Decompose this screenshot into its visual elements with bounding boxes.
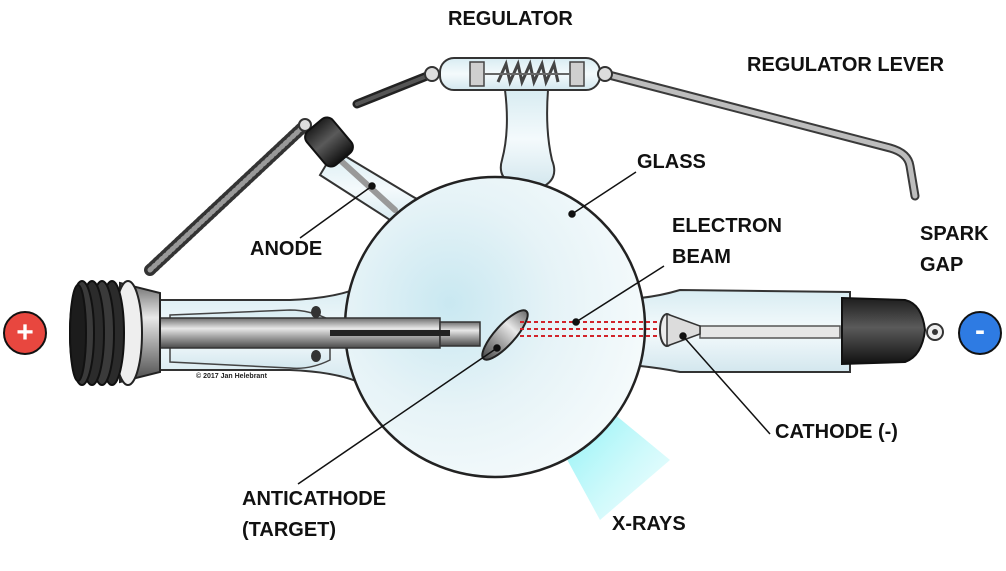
label-regulator: REGULATOR: [448, 8, 573, 30]
regulator-left-lever: [352, 69, 437, 109]
regulator-tube: [424, 57, 613, 189]
label-glass: GLASS: [637, 151, 706, 173]
positive-terminal: [3, 311, 47, 355]
label-cathode: CATHODE (-): [775, 421, 898, 443]
cathode-side-arm: [639, 288, 851, 373]
negative-terminal: [958, 311, 1002, 355]
label-electron-beam-line1: ELECTRON: [672, 215, 782, 237]
label-anode: ANODE: [250, 238, 323, 260]
label-spark-gap-line1: SPARK: [920, 223, 989, 245]
minus-sign: -: [975, 314, 985, 347]
leader-lines: [297, 171, 771, 485]
cathode-end-cap: [841, 296, 944, 366]
label-electron-beam-line2: BEAM: [672, 246, 731, 268]
anode-cooling-fins: [69, 280, 161, 386]
electron-beam: [520, 321, 664, 337]
plus-sign: +: [16, 316, 34, 349]
anode-rod: [149, 317, 481, 349]
label-anticathode-line2: (TARGET): [242, 519, 337, 541]
anode-top-cap: [304, 116, 354, 168]
label-x-rays: X-RAYS: [612, 513, 686, 535]
spring-wire: [144, 118, 312, 276]
label-spark-gap-line2: GAP: [920, 254, 964, 276]
cathode-cup: [659, 312, 701, 348]
regulator-lever: [600, 69, 920, 201]
label-anticathode-line1: ANTICATHODE: [242, 488, 387, 510]
label-regulator-lever: REGULATOR LEVER: [747, 54, 945, 76]
copyright-text: © 2017 Jan Helebrant: [196, 373, 267, 380]
